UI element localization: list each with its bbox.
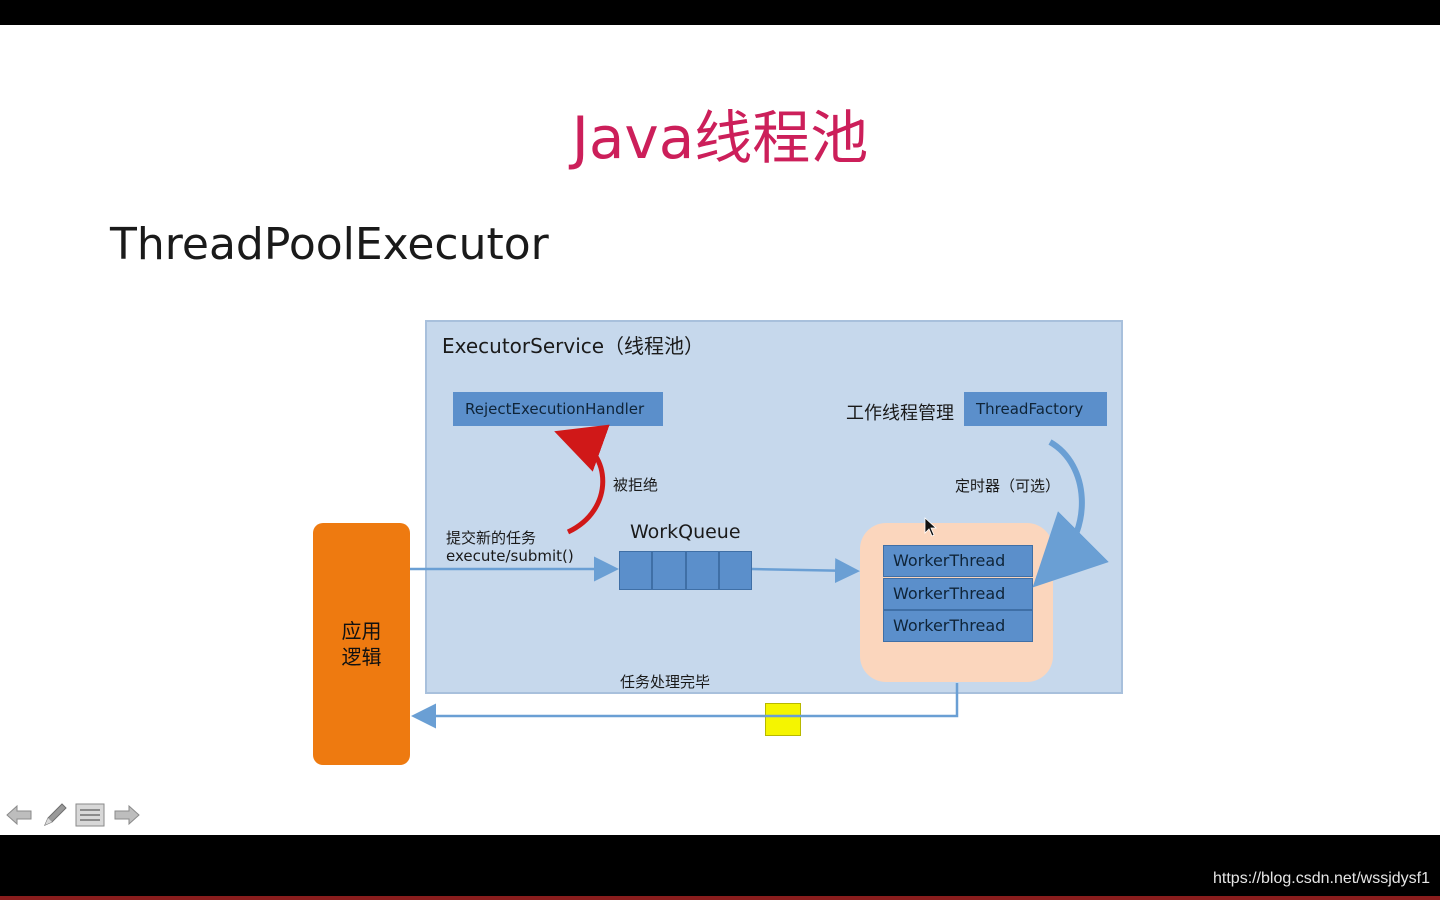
timer-label: 定时器（可选） <box>955 477 1061 495</box>
arrow-right-icon[interactable] <box>112 800 142 830</box>
menu-icon[interactable] <box>75 800 105 830</box>
queue-slot <box>652 551 686 590</box>
queue-slot <box>619 551 653 590</box>
slide-subtitle: ThreadPoolExecutor <box>110 219 549 270</box>
thread-factory-box: ThreadFactory <box>964 392 1107 426</box>
submit-label-cn: 提交新的任务 <box>446 529 537 547</box>
rejected-label: 被拒绝 <box>613 476 659 494</box>
app-logic-line2: 逻辑 <box>341 645 382 669</box>
submit-label-code: execute/submit() <box>446 547 574 565</box>
executor-service-title: ExecutorService（线程池） <box>442 334 705 358</box>
slide-title: Java线程池 <box>571 104 869 172</box>
worker-thread-1: WorkerThread <box>883 545 1033 577</box>
reject-handler-box: RejectExecutionHandler <box>453 392 663 426</box>
arrow-left-icon[interactable] <box>4 800 34 830</box>
work-queue <box>619 551 752 590</box>
thread-mgmt-label: 工作线程管理 <box>846 403 954 424</box>
app-logic-line1: 应用 <box>341 619 382 643</box>
completed-task-marker <box>765 703 801 736</box>
work-queue-label: WorkQueue <box>630 521 741 543</box>
queue-slot <box>718 551 752 590</box>
done-label: 任务处理完毕 <box>620 673 711 691</box>
watermark-url: https://blog.csdn.net/wssjdysf1 <box>1213 870 1430 887</box>
worker-thread-2: WorkerThread <box>883 578 1033 610</box>
worker-thread-3: WorkerThread <box>883 610 1033 642</box>
pen-icon[interactable] <box>40 800 70 830</box>
queue-slot <box>685 551 719 590</box>
app-logic-box: 应用 逻辑 <box>313 523 410 765</box>
progress-line <box>0 896 1440 900</box>
video-bottom-bar <box>0 835 1440 900</box>
